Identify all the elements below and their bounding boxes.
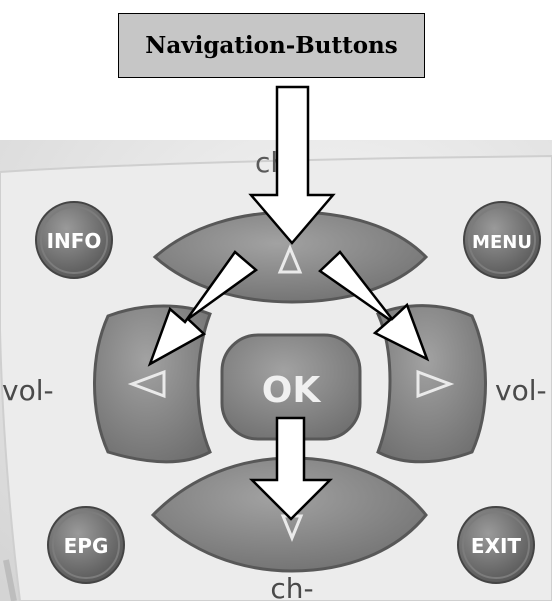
exit-label: EXIT [471, 534, 522, 558]
arrow-to-down-button [248, 416, 334, 521]
navigation-buttons-caption: Navigation-Buttons [118, 13, 425, 78]
epg-label: EPG [64, 534, 109, 558]
up-triangle-icon [277, 244, 303, 274]
menu-button[interactable]: MENU [463, 201, 541, 279]
left-triangle-icon [127, 369, 166, 399]
arrow-to-left-button [147, 250, 259, 367]
ch-minus-label: ch- [270, 572, 313, 601]
exit-button[interactable]: EXIT [457, 506, 535, 584]
info-label: INFO [47, 229, 102, 253]
ok-button[interactable]: OK [220, 333, 362, 441]
info-button[interactable]: INFO [35, 201, 113, 279]
right-triangle-icon [416, 369, 455, 399]
vol-minus-right-label: vol- [495, 374, 547, 407]
arrow-to-right-button [318, 250, 430, 362]
vol-minus-left-label: vol- [2, 374, 54, 407]
menu-label: MENU [472, 232, 532, 253]
epg-button[interactable]: EPG [47, 506, 125, 584]
arrow-down-to-up-button [248, 85, 336, 245]
ok-label: OK [262, 370, 322, 411]
